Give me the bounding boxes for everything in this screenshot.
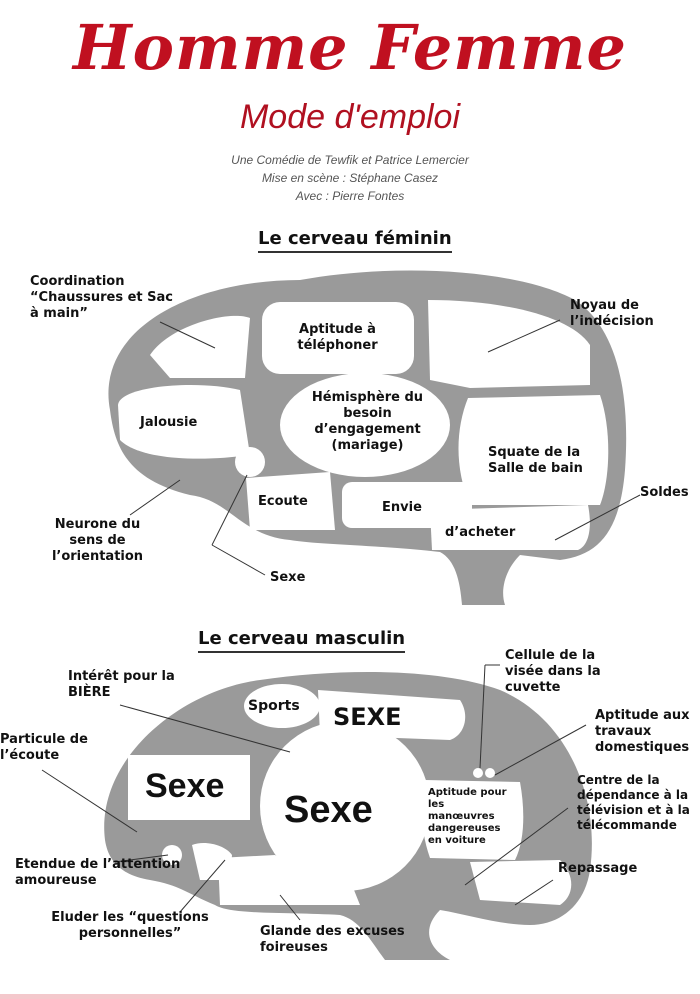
- label-biere: Intérêt pour la BIÈRE: [68, 669, 178, 701]
- label-repassage: Repassage: [558, 861, 638, 876]
- label-orientation: Neurone du sens de l’orientation: [51, 517, 144, 564]
- label-ecoute-particule: Particule de l’écoute: [0, 732, 88, 763]
- label-excuses: Glande des excuses foireuses: [260, 924, 405, 955]
- label-biere-word: BIÈRE: [68, 685, 111, 700]
- label-telephoner: Aptitude à téléphoner: [297, 322, 378, 353]
- label-sexe-box: Sexe: [145, 767, 225, 805]
- label-jalousie: Jalousie: [140, 415, 198, 430]
- male-leader-lines: [41, 664, 587, 921]
- label-biere-prefix: Intérêt pour la: [68, 669, 175, 684]
- label-sports: Sports: [248, 698, 300, 714]
- label-envie: Envie: [382, 500, 422, 515]
- label-sexe-caps: SEXE: [333, 703, 402, 731]
- label-manoeuvres: Aptitude pour les manœuvres dangereuses …: [428, 787, 507, 846]
- label-acheter: d’acheter: [445, 525, 516, 540]
- credit-line: Une Comédie de Tewfik et Patrice Lemerci…: [231, 153, 469, 167]
- sexe-box: [128, 755, 250, 820]
- label-salle-de-bain: Squate de la Salle de bain: [488, 445, 583, 476]
- credit-line: Avec : Pierre Fontes: [295, 189, 405, 203]
- label-travaux: Aptitude aux travaux domestiques: [595, 708, 690, 755]
- label-cuvette: Cellule de la visée dans la cuvette: [505, 648, 601, 695]
- bottom-border: [0, 994, 700, 999]
- label-eluder: Eluder les “questions personnelles”: [51, 910, 209, 941]
- female-brain-heading: Le cerveau féminin: [258, 228, 452, 253]
- female-brain-regions: [118, 300, 609, 550]
- female-leader-lines: [129, 319, 641, 576]
- poster-subtitle: Mode d'emploi: [239, 98, 461, 136]
- label-sexe-circle: Sexe: [284, 789, 373, 831]
- label-ecoute: Ecoute: [258, 494, 308, 509]
- label-coordination: Coordination “Chaussures et Sac à main”: [30, 274, 173, 321]
- male-brain-heading: Le cerveau masculin: [198, 628, 406, 653]
- male-brain-regions: [128, 684, 572, 905]
- credit-line: Mise en scène : Stéphane Casez: [261, 171, 439, 185]
- label-sexe: Sexe: [270, 570, 306, 585]
- label-attention: Etendue de l’attention amoureuse: [15, 857, 181, 888]
- label-engagement: Hémisphère du besoin d’engagement (maria…: [311, 390, 424, 453]
- label-soldes: Soldes: [640, 485, 689, 500]
- poster-title: Homme Femme: [73, 11, 627, 84]
- label-indecision: Noyau de l’indécision: [570, 298, 654, 329]
- label-television: Centre de la dépendance à la télévision …: [577, 773, 690, 832]
